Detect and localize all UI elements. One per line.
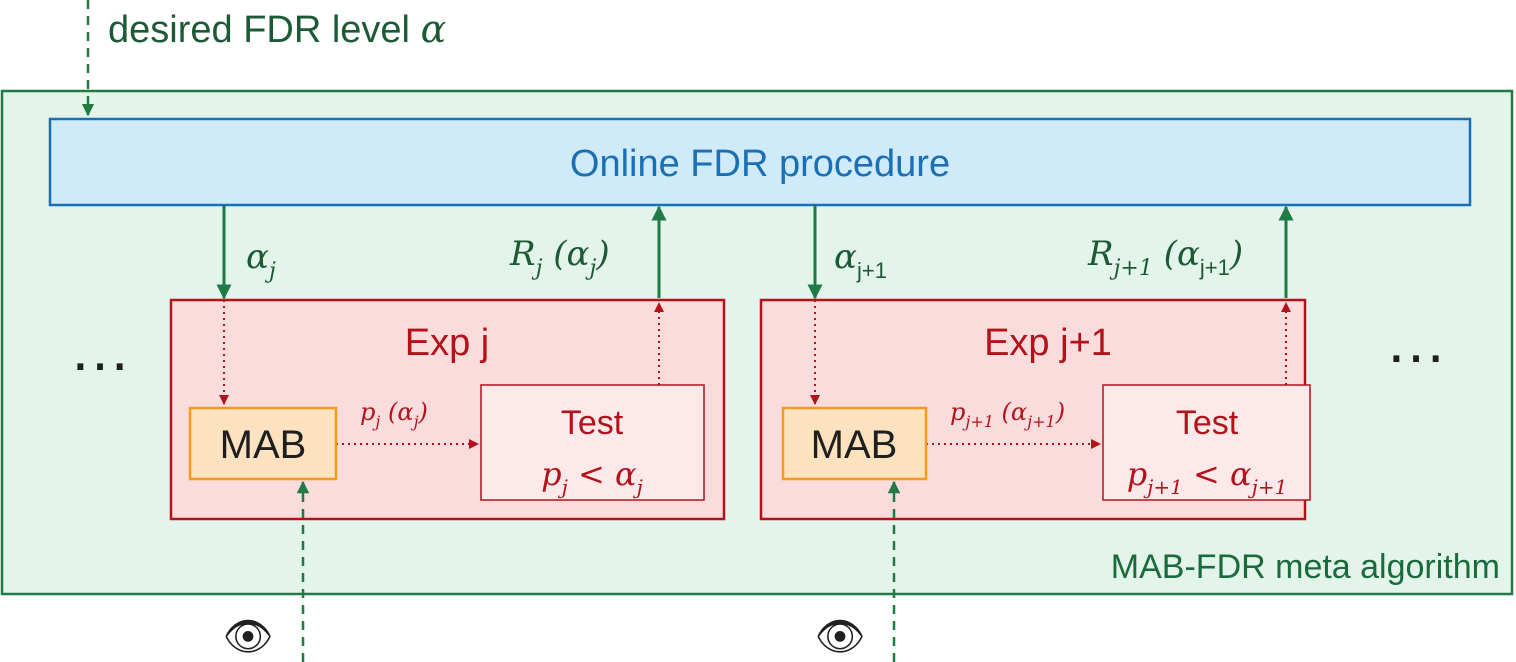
reject-open-paren: ( <box>542 234 567 274</box>
p-alpha-subscript: j+1 <box>1024 412 1056 431</box>
input-fdr-symbol: α <box>421 7 447 51</box>
input-fdr-label: desired FDR level α <box>108 7 446 51</box>
test-alpha-subscript: j <box>633 475 643 499</box>
p-value-label: pj (αj) <box>360 398 428 431</box>
experiment-title-prefix: Exp <box>405 322 481 364</box>
experiment-title-prefix: Exp <box>984 322 1060 364</box>
test-expression: pj < αj <box>541 455 643 499</box>
p-symbol: p <box>950 398 965 426</box>
test-title: Test <box>1176 404 1239 442</box>
eye-icon: 👁 <box>223 614 274 660</box>
test-alpha: α <box>615 455 637 493</box>
mab-box <box>781 406 928 481</box>
reject-alpha: α <box>567 234 590 274</box>
experiment-j: Exp j αj Rj (αj) MAB pj (αj) Test pj < α… <box>169 205 726 662</box>
online-fdr-procedure-box <box>48 117 1472 207</box>
reject-symbol: R <box>509 234 536 274</box>
test-expression: pj+1 < αj+1 <box>1127 455 1288 499</box>
experiment-j-plus-1: Exp j+1 αj+1 Rj+1 (αj+1) MAB pj+1 (αj+1)… <box>759 205 1311 662</box>
eye-icon: 👁 <box>815 614 866 660</box>
alpha-subscript: j+1 <box>856 258 887 283</box>
alpha-down-label: αj+1 <box>834 237 887 283</box>
reject-alpha: α <box>1177 234 1200 274</box>
reject-alpha-subscript: j+1 <box>1199 255 1230 280</box>
ellipsis-right: … <box>1385 307 1447 376</box>
reject-up-label: Rj+1 (αj+1) <box>1087 234 1243 281</box>
test-box <box>480 384 705 501</box>
p-symbol: p <box>360 398 375 426</box>
online-fdr-procedure-label: Online FDR procedure <box>570 143 950 185</box>
test-operator: < <box>1183 455 1230 493</box>
experiment-title-index: j+1 <box>1059 322 1112 364</box>
reject-subscript: j+1 <box>1109 256 1153 281</box>
p-subscript: j <box>372 412 380 431</box>
test-operator: < <box>568 455 615 493</box>
test-p-subscript: j+1 <box>1143 475 1183 499</box>
p-subscript: j+1 <box>962 412 994 431</box>
test-p-subscript: j <box>558 475 568 499</box>
test-title: Test <box>561 404 624 442</box>
p-alpha: α <box>1011 398 1027 426</box>
alpha-symbol: α <box>834 237 857 277</box>
test-p: p <box>541 455 561 493</box>
mab-label: MAB <box>811 423 898 467</box>
p-close-paren: ) <box>418 398 428 426</box>
reject-symbol: R <box>1087 234 1114 274</box>
alpha-symbol: α <box>246 237 269 277</box>
reject-close-paren: ) <box>595 234 609 274</box>
reject-close-paren: ) <box>1229 234 1243 274</box>
experiment-title-index: j <box>480 322 489 364</box>
experiment-title: Exp j+1 <box>984 322 1112 364</box>
test-alpha-subscript: j+1 <box>1248 475 1288 499</box>
test-box <box>1102 384 1311 501</box>
experiment-title: Exp j <box>405 322 490 364</box>
p-alpha: α <box>397 398 413 426</box>
test-alpha: α <box>1230 455 1252 493</box>
meta-algorithm-label: MAB-FDR meta algorithm <box>1111 548 1500 586</box>
mab-box <box>188 406 338 481</box>
p-open-paren: ( <box>380 398 398 426</box>
mab-label: MAB <box>220 423 307 467</box>
ellipsis-left: … <box>69 315 131 384</box>
p-close-paren: ) <box>1055 398 1065 426</box>
p-value-label: pj+1 (αj+1) <box>950 398 1065 431</box>
reject-open-paren: ( <box>1153 234 1178 274</box>
input-fdr-text: desired FDR level <box>108 9 421 51</box>
p-open-paren: ( <box>994 398 1012 426</box>
test-p: p <box>1127 455 1147 493</box>
p-alpha-subscript: j <box>411 412 419 431</box>
